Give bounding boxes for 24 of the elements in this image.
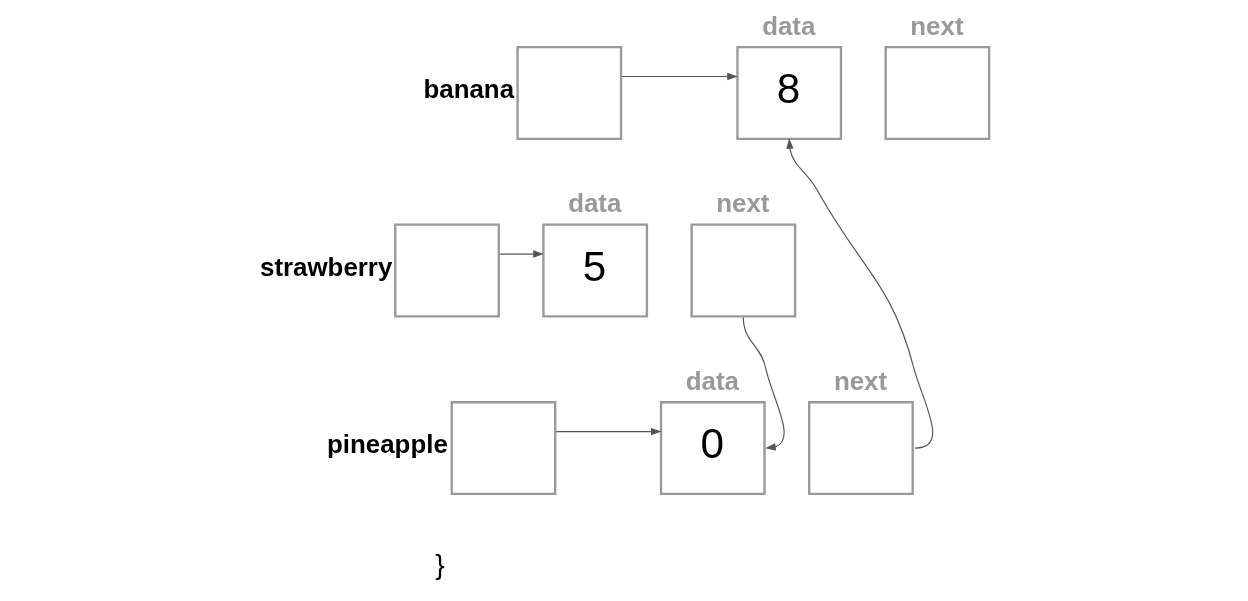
node-label: next	[716, 189, 770, 218]
arrow	[555, 427, 662, 436]
node-label: next	[833, 366, 888, 395]
node-label: banana	[423, 75, 515, 104]
node-box	[516, 45, 623, 140]
node-box	[394, 223, 500, 318]
node-label: pineapple	[327, 430, 448, 459]
arrow	[742, 316, 785, 451]
node-box: 5	[542, 223, 649, 318]
node-box: 8	[736, 45, 843, 140]
arrow	[621, 72, 738, 81]
node-label: strawberry	[260, 252, 393, 281]
arrow	[786, 138, 934, 449]
node-box	[808, 401, 914, 496]
node-box	[884, 45, 991, 140]
arrow	[499, 250, 544, 258]
node-label: data	[568, 189, 622, 218]
node-box	[450, 401, 557, 496]
label: }	[435, 548, 445, 581]
node-box	[690, 223, 797, 318]
node-label: next	[910, 11, 964, 40]
node-label: data	[685, 366, 739, 395]
node-box: 0	[659, 401, 766, 496]
node-label: data	[762, 11, 816, 40]
